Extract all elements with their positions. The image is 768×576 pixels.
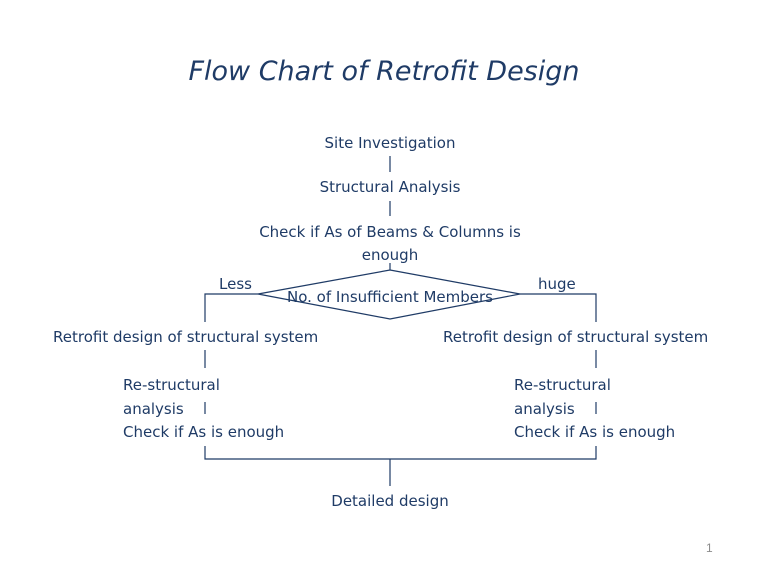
node-restructural-right-line1: Re-structural xyxy=(514,376,611,394)
page-title: Flow Chart of Retrofit Design xyxy=(188,56,580,87)
page-number: 1 xyxy=(706,541,713,555)
node-structural-analysis: Structural Analysis xyxy=(319,178,461,196)
connector-merge-bracket xyxy=(204,446,597,460)
connector-decision-right-branch xyxy=(520,293,597,322)
node-detailed-design: Detailed design xyxy=(331,492,449,510)
decision-label: No. of Insufficient Members xyxy=(287,288,493,306)
node-restructural-left-line3: Check if As is enough xyxy=(123,423,285,441)
node-restructural-left-line2: analysis xyxy=(123,400,184,418)
node-retrofit-right: Retrofit design of structural system xyxy=(443,328,709,346)
node-restructural-right-line3: Check if As is enough xyxy=(514,423,676,441)
branch-label-right: huge xyxy=(538,275,576,293)
node-site-investigation: Site Investigation xyxy=(324,134,456,152)
connector-decision-left-branch xyxy=(204,293,258,322)
node-retrofit-left: Retrofit design of structural system xyxy=(53,328,319,346)
node-check-as-line1: Check if As of Beams & Columns is xyxy=(259,223,521,241)
node-restructural-left-line1: Re-structural xyxy=(123,376,220,394)
node-restructural-right-line2: analysis xyxy=(514,400,575,418)
decision-diamond xyxy=(257,269,521,320)
node-check-as-line2: enough xyxy=(361,246,419,264)
branch-label-left: Less xyxy=(219,275,252,293)
